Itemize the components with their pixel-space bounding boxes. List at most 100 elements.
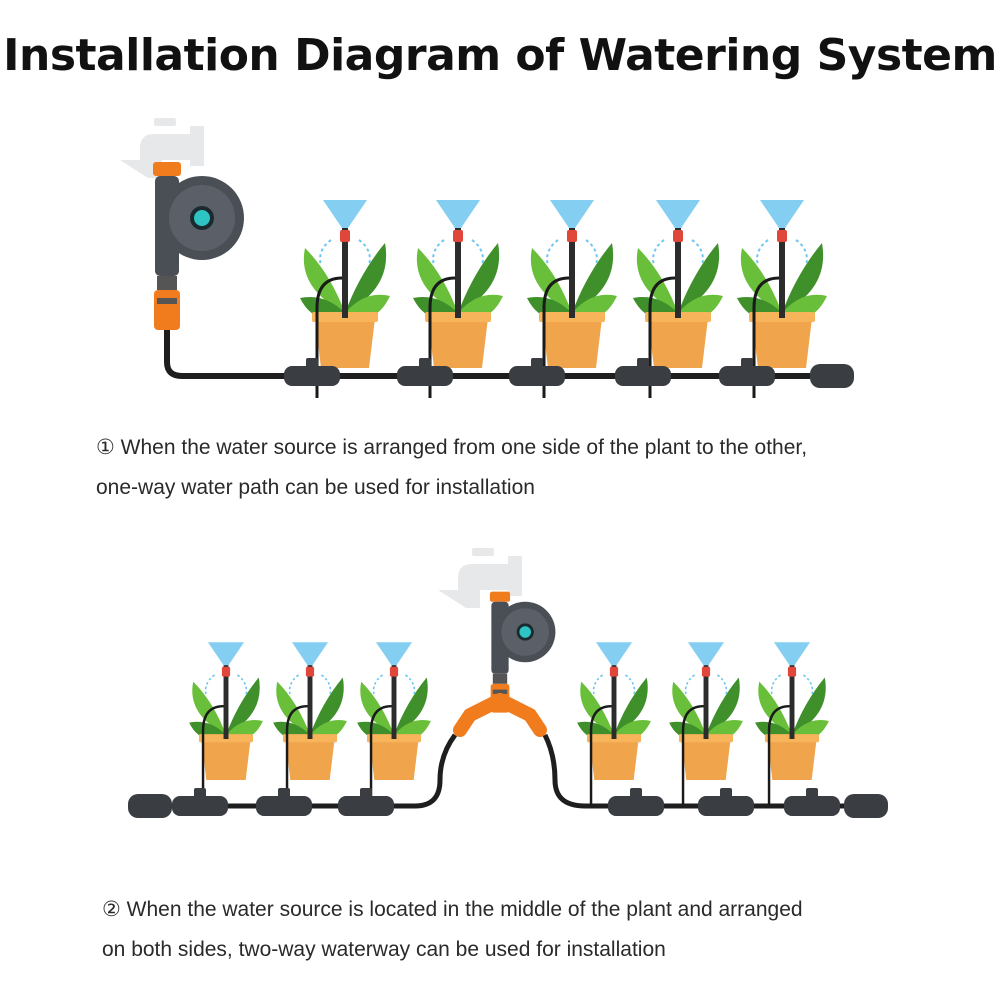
potted-plant [189, 642, 263, 805]
feed-tube [285, 704, 308, 805]
feed-tube [201, 704, 224, 805]
pot [752, 318, 812, 368]
potted-plant [273, 642, 347, 805]
drip-stake [342, 228, 348, 318]
water-timer [489, 591, 556, 713]
feed-tube [428, 276, 456, 398]
potted-plant [413, 200, 503, 398]
feed-tube [315, 276, 343, 398]
pot [648, 318, 708, 368]
led-indicator [519, 626, 531, 638]
dripper-head [340, 230, 350, 242]
tee-connector [256, 788, 312, 816]
y-splitter [453, 693, 547, 737]
caption-one-way-line2: one-way water path can be used for insta… [96, 476, 535, 499]
feed-tube [369, 704, 392, 805]
tee-connector [284, 358, 340, 386]
caption-two-way-line1: ② When the water source is located in th… [102, 898, 803, 921]
caption-one-way-line1: ① When the water source is arranged from… [96, 436, 808, 459]
potted-plant [737, 200, 827, 398]
feed-tube [589, 704, 612, 805]
pot [589, 739, 639, 780]
drip-stake [675, 228, 681, 318]
potted-plant [577, 642, 651, 805]
spray-cone [375, 642, 413, 666]
end-cap [128, 794, 172, 818]
pot [285, 739, 335, 780]
one-way-diagram [120, 118, 854, 398]
tee-connector [784, 788, 840, 816]
water-timer [153, 162, 244, 330]
drip-stake [223, 665, 229, 739]
feed-tube [681, 704, 704, 805]
potted-plant [300, 200, 390, 398]
dripper-head [389, 666, 399, 677]
tee-connector [698, 788, 754, 816]
pot [542, 318, 602, 368]
potted-plant [357, 642, 431, 805]
dripper-head [701, 666, 711, 677]
main-hose [164, 330, 840, 379]
potted-plant [527, 200, 617, 398]
drip-stake [307, 665, 313, 739]
dripper-head [567, 230, 577, 242]
spray-cone [595, 642, 633, 666]
spray-cone [323, 200, 367, 228]
spray-cone [760, 200, 804, 228]
tee-connector [719, 358, 775, 386]
tee-connector [615, 358, 671, 386]
spray-cone [687, 642, 725, 666]
drip-stake [455, 228, 461, 318]
feed-tube [648, 276, 676, 398]
dripper-head [673, 230, 683, 242]
caption-two-way-line2: on both sides, two-way waterway can be u… [102, 938, 666, 961]
left-hose [150, 733, 458, 809]
led-indicator [194, 210, 210, 226]
pot [767, 739, 817, 780]
caption-one-way: ① When the water source is arranged from… [96, 428, 956, 508]
dripper-head [453, 230, 463, 242]
end-cap [844, 794, 888, 818]
potted-plant [669, 642, 743, 805]
tee-connector [338, 788, 394, 816]
spray-cone [656, 200, 700, 228]
dripper-head [609, 666, 619, 677]
spray-cone [550, 200, 594, 228]
tee-connector [172, 788, 228, 816]
page-title: Installation Diagram of Watering System [3, 30, 997, 81]
tee-connector [509, 358, 565, 386]
two-way-diagram [128, 548, 888, 818]
pot [369, 739, 419, 780]
tee-connector [608, 788, 664, 816]
tee-connector [397, 358, 453, 386]
feed-tube [767, 704, 790, 805]
potted-plant [755, 642, 829, 805]
pot [428, 318, 488, 368]
pot [681, 739, 731, 780]
dripper-head [305, 666, 315, 677]
drip-stake [779, 228, 785, 318]
faucet-icon [120, 118, 204, 178]
feed-tube [542, 276, 570, 398]
drip-stake [569, 228, 575, 318]
drip-stake [391, 665, 397, 739]
spray-cone [291, 642, 329, 666]
caption-two-way: ② When the water source is located in th… [102, 890, 962, 970]
hose-adapter [154, 290, 180, 330]
drip-stake [611, 665, 617, 739]
spray-cone [773, 642, 811, 666]
potted-plant [633, 200, 723, 398]
dripper-head [777, 230, 787, 242]
dripper-head [221, 666, 231, 677]
faucet-icon [438, 548, 522, 608]
spray-cone [207, 642, 245, 666]
pot [201, 739, 251, 780]
drip-stake [703, 665, 709, 739]
pot [315, 318, 375, 368]
dripper-head [787, 666, 797, 677]
end-cap [810, 364, 854, 388]
feed-tube [752, 276, 780, 398]
right-hose [542, 733, 870, 809]
drip-stake [789, 665, 795, 739]
spray-cone [436, 200, 480, 228]
